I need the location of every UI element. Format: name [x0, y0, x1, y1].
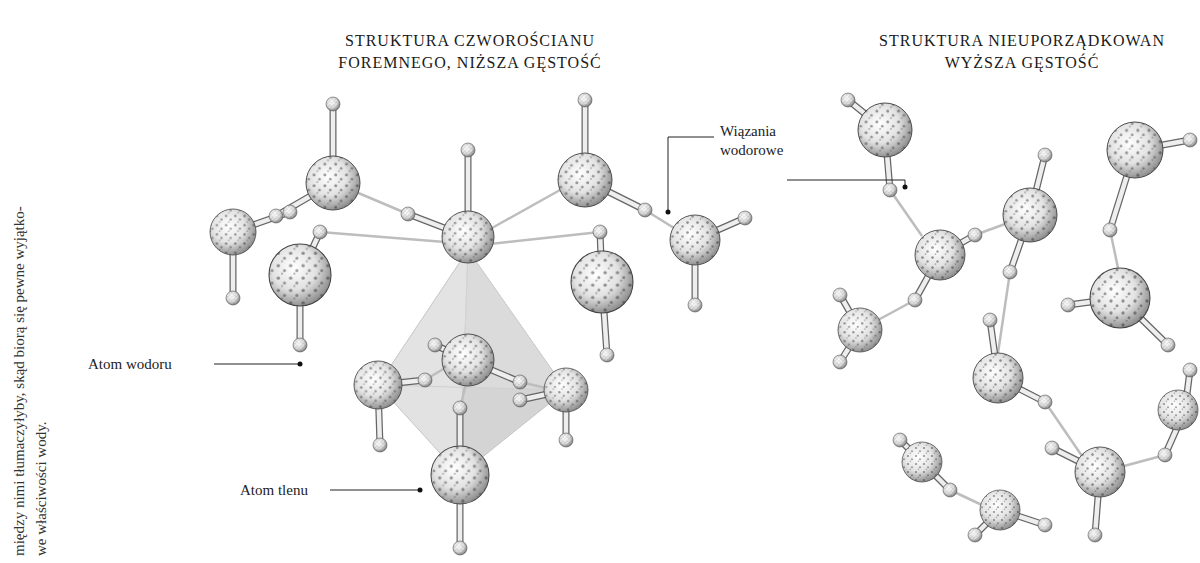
leader-line	[214, 137, 905, 490]
callout-label: Atom wodoru	[88, 355, 172, 374]
panel-heading: STRUKTURA NIEUPORZĄDKOWAN WYŻSZA GĘSTOŚĆ	[852, 30, 1192, 74]
oxygen-atom	[210, 103, 1198, 530]
oh-bond	[233, 100, 1190, 548]
side-note: między nimi tłumaczyłyby, skąd biorą się…	[8, 202, 52, 556]
leader-dot	[298, 185, 908, 493]
panel-heading: STRUKTURA CZWOROŚCIANU FOREMNEGO, NIŻSZA…	[300, 30, 640, 74]
tetrahedron	[378, 250, 566, 475]
callout-label: Atom tlenu	[240, 481, 308, 500]
hydrogen-atom	[226, 93, 1197, 555]
callout-label: Wiązania wodorowe	[720, 122, 812, 160]
